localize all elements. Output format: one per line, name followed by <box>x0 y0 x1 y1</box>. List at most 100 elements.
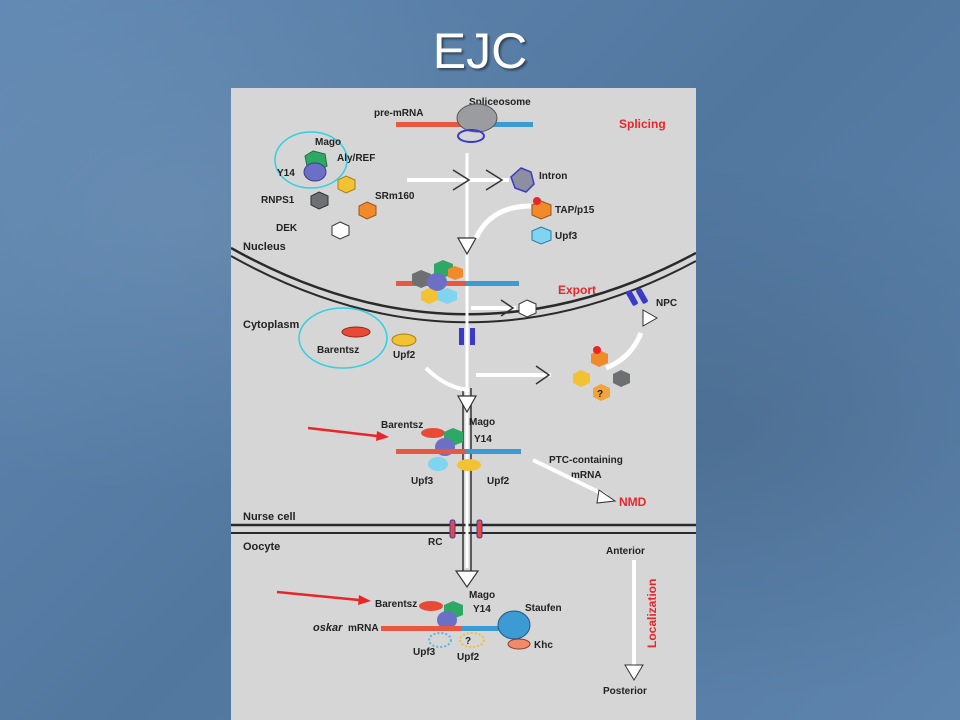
annotation-circle-top <box>274 131 348 189</box>
dek-label: DEK <box>276 223 298 234</box>
nuclear-pore-center <box>459 328 464 345</box>
red-arrow-1-line <box>307 426 378 438</box>
recycled-gray <box>613 370 630 387</box>
annotation-circle-mid <box>298 307 388 369</box>
pre-mrna-blue-segment <box>461 122 533 127</box>
upf3-shape <box>531 226 552 245</box>
tap-p15-label: TAP/p15 <box>555 205 595 216</box>
rnps1-label: RNPS1 <box>261 195 295 206</box>
question-mark: ? <box>597 389 603 400</box>
oskar-label-italic: oskar <box>313 622 343 634</box>
nmd-arrow-line <box>532 458 608 498</box>
splicing-label: Splicing <box>619 117 666 131</box>
arrowhead-2 <box>456 395 478 414</box>
spliceosome-ring <box>457 129 485 143</box>
rc-label: RC <box>428 537 442 548</box>
barentsz-label: Barentsz <box>317 345 359 356</box>
recycle-arrow-top <box>473 203 532 240</box>
intron-chevron-1 <box>452 169 471 191</box>
srm160-label: SRm160 <box>375 191 415 202</box>
srm160-shape <box>358 201 377 220</box>
posterior-label: Posterior <box>603 686 647 697</box>
y14-label-2: Y14 <box>474 434 492 445</box>
intron-chevron-2 <box>485 169 504 191</box>
localization-arrow-head <box>624 664 644 681</box>
localization-label: Localization <box>645 579 659 648</box>
spliceosome-label: Spliceosome <box>469 97 531 108</box>
upf2-label: Upf2 <box>393 350 416 361</box>
recycled-orange-2 <box>593 384 610 401</box>
aly-ref-shape <box>337 175 356 194</box>
recycled-yellow <box>573 370 590 387</box>
upf3-label: Upf3 <box>555 231 578 242</box>
barentsz-shape <box>341 326 371 338</box>
oocyte-label: Oocyte <box>243 541 280 553</box>
red-arrow-1-head <box>376 431 389 441</box>
spliceosome <box>456 103 498 133</box>
recycled-red-dot <box>593 346 601 354</box>
ptc-label-line2: mRNA <box>571 470 602 481</box>
intron-shape <box>510 167 535 193</box>
red-arrow-2-head <box>358 595 371 605</box>
complex-mid-yellow <box>421 288 438 304</box>
upf2-label-3: Upf2 <box>457 652 480 663</box>
barentsz-label-3: Barentsz <box>375 599 417 610</box>
mago-label-3: Mago <box>469 590 495 601</box>
rnps1-shape <box>310 191 329 210</box>
export-label: Export <box>558 283 596 297</box>
cytoplasm-label: Cytoplasm <box>243 319 299 331</box>
recycle-curve-right <box>605 332 644 371</box>
staufen-label: Staufen <box>525 603 562 614</box>
oskar-label-rest: mRNA <box>348 623 379 634</box>
nmd-label: NMD <box>619 495 647 509</box>
recycle-curve-bottom <box>424 366 470 392</box>
intron-label: Intron <box>539 171 567 182</box>
nmd-arrow-head <box>596 489 617 504</box>
nuclear-pore-center-2 <box>470 328 475 345</box>
npc-pore-2 <box>636 288 648 304</box>
upf2-label-2: Upf2 <box>487 476 510 487</box>
ring-canal-left <box>449 519 456 539</box>
dek-shape <box>331 221 350 240</box>
nurse-cell-label: Nurse cell <box>243 511 296 523</box>
khc-shape <box>507 638 531 650</box>
arrowhead-3 <box>454 570 480 589</box>
nucleus-label: Nucleus <box>243 241 286 253</box>
upf3-label-2: Upf3 <box>411 476 434 487</box>
ptc-label-line1: PTC-containing <box>549 455 623 466</box>
pre-mrna-red-segment <box>396 122 461 127</box>
complex-mid-cyan <box>438 288 457 304</box>
npc-pore <box>626 290 638 306</box>
dek-release-chevron <box>500 299 515 317</box>
nuclear-envelope-inner <box>231 255 696 324</box>
aly-ref-label: Aly/REF <box>337 153 375 164</box>
complex-barentsz <box>421 428 445 438</box>
tap-p15-dot <box>533 197 541 205</box>
red-arrow-2-line <box>276 590 360 602</box>
dek-release-shape <box>518 299 537 318</box>
oskar-barentsz <box>419 601 443 611</box>
tap-p15-shape <box>531 200 552 220</box>
oskar-y14 <box>437 611 457 629</box>
mago-label: Mago <box>315 137 341 148</box>
recycled-orange <box>591 350 608 367</box>
complex-upf2 <box>457 459 481 471</box>
diagram-svg: pre-mRNA Spliceosome Splicing Mago Y14 A… <box>231 97 696 697</box>
pre-mrna-label: pre-mRNA <box>374 108 423 119</box>
complex-mid-gray <box>412 270 431 288</box>
ring-canal-right <box>476 519 483 539</box>
oskar-upf2 <box>459 632 485 648</box>
khc-label: Khc <box>534 640 553 651</box>
npc-arrow <box>642 309 659 327</box>
mrna-lower-blue <box>466 449 521 454</box>
anterior-label: Anterior <box>606 546 645 557</box>
recycle-row-chevron <box>535 365 551 385</box>
y14-label-3: Y14 <box>473 604 491 615</box>
npc-label: NPC <box>656 298 677 309</box>
upf2-shape <box>391 333 417 347</box>
oskar-mrna-red <box>381 626 461 631</box>
oskar-mrna-blue <box>461 626 511 631</box>
complex-upf3 <box>428 457 448 471</box>
nuclear-envelope <box>231 246 696 316</box>
upf3-label-3: Upf3 <box>413 647 436 658</box>
